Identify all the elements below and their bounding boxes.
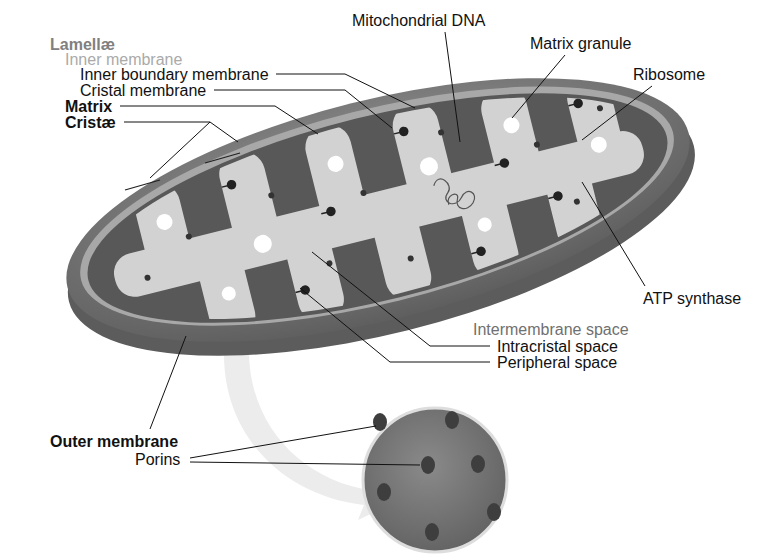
mitochondrion-body — [39, 25, 720, 408]
part-label: Cristal membrane — [80, 82, 206, 99]
part-label: Inner boundary membrane — [80, 66, 269, 83]
part-label: ATP synthase — [643, 290, 741, 307]
part-label: Matrix granule — [530, 35, 631, 52]
part-label: Intracristal space — [497, 338, 618, 355]
mitochondrial-dna — [433, 172, 477, 215]
porin-inset — [363, 408, 507, 552]
part-label: Peripheral space — [497, 354, 617, 371]
atp-synthase — [218, 84, 612, 312]
part-label: Inner membrane — [65, 51, 182, 68]
porin-symbols — [373, 411, 501, 541]
ribosomes — [127, 90, 628, 325]
matrix-folds — [91, 52, 665, 368]
part-label: Outer membrane — [50, 433, 178, 450]
part-label: Porins — [135, 451, 180, 468]
part-label: Ribosome — [633, 66, 705, 83]
matrix-granules — [151, 91, 621, 313]
part-label: Mitochondrial DNA — [352, 12, 485, 29]
part-label: Intermembrane space — [473, 321, 629, 338]
part-label: Matrix — [65, 98, 112, 115]
part-label: Lamellæ — [50, 36, 115, 53]
lamella-marks — [125, 153, 240, 190]
part-label: Cristæ — [65, 114, 116, 131]
